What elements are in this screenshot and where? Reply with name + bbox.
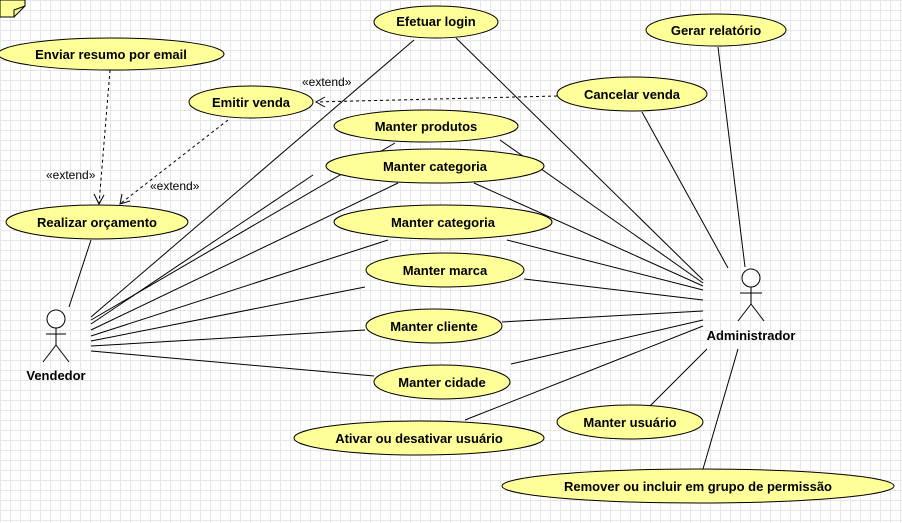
vendedor-associations (68, 39, 415, 377)
use-case-manter-marca[interactable]: Manter marca (365, 252, 525, 288)
extend-emitir-orcamento[interactable] (119, 119, 229, 205)
assoc-admin-ativar-desativar[interactable] (464, 325, 704, 421)
assoc-vendedor-efetuar-login[interactable] (90, 39, 415, 318)
extend-label: «extend» (46, 168, 96, 182)
use-case-gerar-relatorio[interactable]: Gerar relatório (645, 13, 787, 47)
assoc-admin-manter-cliente[interactable] (501, 310, 704, 323)
actor-label: Administrador (707, 328, 796, 343)
use-case-label: Gerar relatório (671, 23, 761, 38)
use-case-label: Emitir venda (212, 95, 291, 110)
assoc-admin-manter-categoria-1[interactable] (473, 182, 704, 287)
use-case-manter-cliente[interactable]: Manter cliente (365, 308, 503, 344)
use-case-enviar-resumo[interactable]: Enviar resumo por email (0, 37, 225, 71)
assoc-admin-efetuar-login[interactable] (455, 37, 704, 281)
actor-label: Vendedor (26, 368, 85, 383)
use-case-manter-categoria-1[interactable]: Manter categoria (325, 148, 545, 184)
use-case-cancelar-venda[interactable]: Cancelar venda (556, 76, 708, 112)
assoc-vendedor-manter-categoria-1[interactable] (90, 174, 314, 325)
assoc-vendedor-manter-categoria-2[interactable] (90, 239, 389, 337)
assoc-vendedor-manter-categoria-1b[interactable] (90, 182, 399, 331)
use-case-label: Manter usuário (583, 415, 676, 430)
use-case-label: Realizar orçamento (37, 215, 157, 230)
assoc-admin-manter-cidade[interactable] (510, 319, 704, 365)
use-case-efetuar-login[interactable]: Efetuar login (373, 5, 499, 39)
extend-label: «extend» (302, 75, 352, 89)
use-case-label: Manter produtos (375, 119, 478, 134)
actor-administrador[interactable]: Administrador (707, 268, 796, 343)
use-case-manter-cidade[interactable]: Manter cidade (373, 364, 511, 400)
use-case-label: Manter cidade (398, 375, 485, 390)
extend-label: «extend» (150, 179, 200, 193)
use-case-label: Cancelar venda (584, 87, 681, 102)
assoc-admin-manter-usuario[interactable] (649, 348, 708, 407)
assoc-vendedor-manter-cidade[interactable] (90, 350, 375, 377)
stick-figure-icon (42, 309, 70, 363)
use-case-remover-incluir-grupo[interactable]: Remover ou incluir em grupo de permissão (501, 468, 895, 504)
extend-enviar-orcamento[interactable] (93, 69, 111, 206)
assoc-admin-cancelar-venda[interactable] (641, 111, 729, 269)
use-case-realizar-orcamento[interactable]: Realizar orçamento (5, 204, 189, 240)
assoc-admin-gerar-relatorio[interactable] (717, 46, 746, 268)
stick-figure-icon (737, 268, 765, 322)
extend-cancelar-emitir[interactable] (314, 95, 558, 108)
assoc-admin-remover-incluir[interactable] (702, 348, 739, 470)
use-case-label: Manter marca (403, 263, 488, 278)
use-case-label: Manter categoria (383, 159, 488, 174)
assoc-admin-manter-marca[interactable] (523, 278, 704, 301)
corner-note-fragment[interactable] (0, 0, 26, 18)
use-case-label: Ativar ou desativar usuário (335, 431, 503, 446)
use-case-manter-categoria-2[interactable]: Manter categoria (333, 204, 553, 240)
assoc-vendedor-manter-marca[interactable] (90, 286, 366, 342)
use-case-label: Efetuar login (396, 14, 476, 29)
administrador-associations (455, 37, 746, 470)
actor-vendedor[interactable]: Vendedor (26, 309, 86, 383)
use-case-label: Manter cliente (390, 319, 477, 334)
use-case-manter-produtos[interactable]: Manter produtos (333, 109, 519, 143)
assoc-vendedor-realizar-orcamento[interactable] (68, 239, 92, 308)
assoc-vendedor-manter-cliente[interactable] (90, 329, 366, 347)
use-case-label: Manter categoria (391, 215, 496, 230)
assoc-admin-manter-categoria-2[interactable] (506, 239, 704, 291)
use-case-ativar-desativar-usuario[interactable]: Ativar ou desativar usuário (293, 420, 545, 456)
use-case-label: Enviar resumo por email (35, 47, 187, 62)
use-case-label: Remover ou incluir em grupo de permissão (564, 479, 832, 494)
use-case-manter-usuario[interactable]: Manter usuário (556, 404, 704, 440)
use-case-emitir-venda[interactable]: Emitir venda (188, 85, 314, 119)
extend-dependencies: «extend» «extend» «extend» (46, 69, 558, 206)
